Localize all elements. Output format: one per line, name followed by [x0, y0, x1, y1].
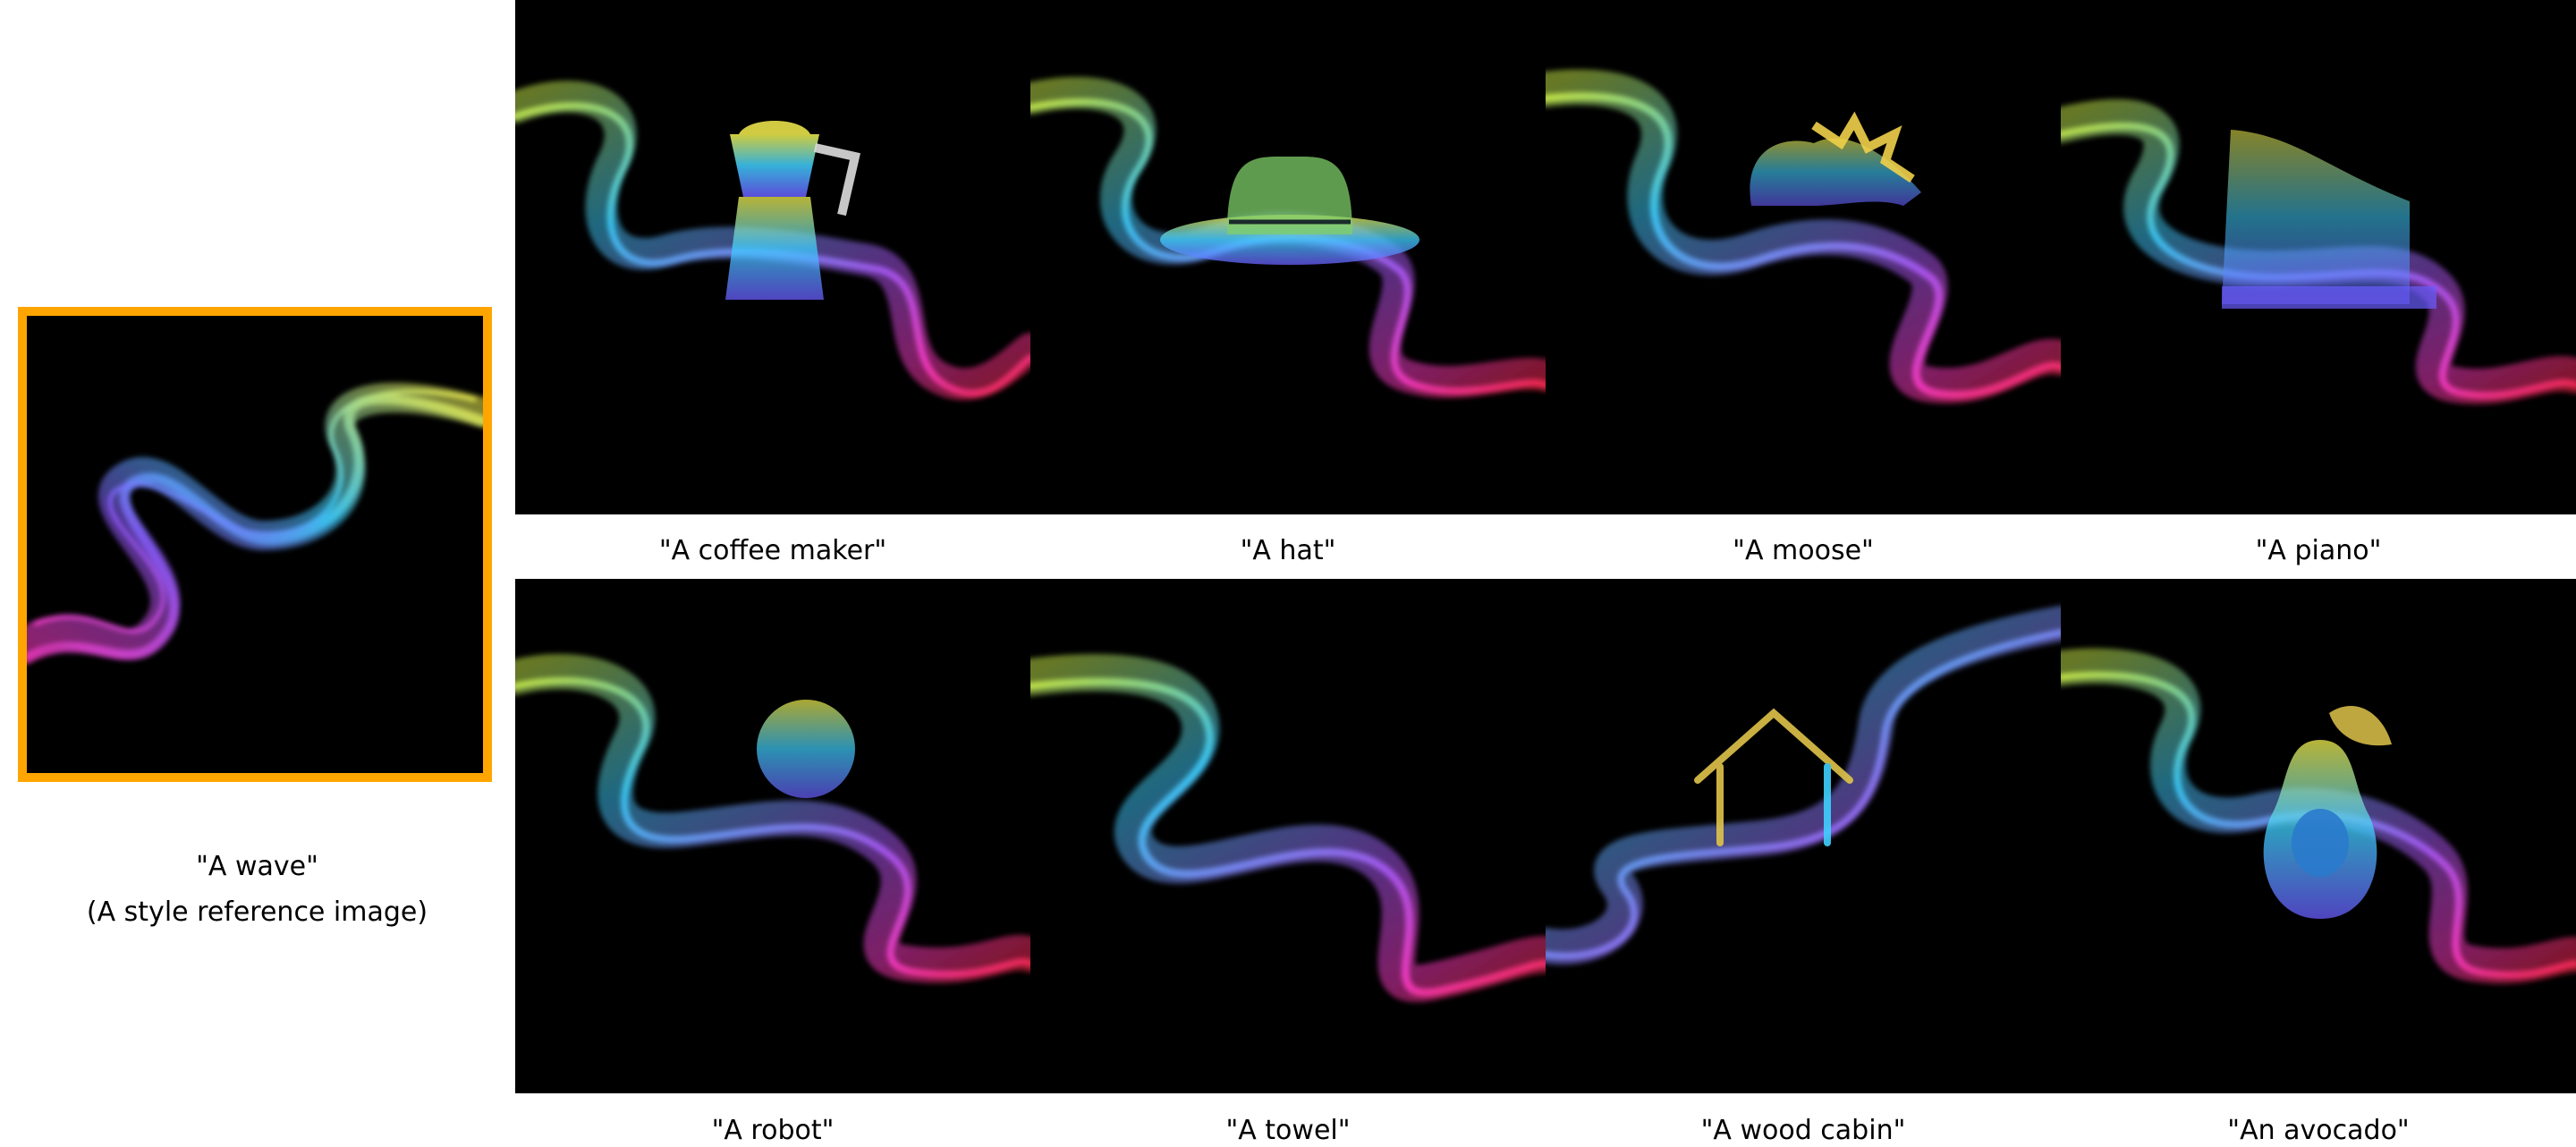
towel-smoke-art [1030, 654, 1546, 1003]
style-reference-image [18, 307, 492, 782]
piano-smoke-art [2061, 98, 2576, 405]
generated-image-robot [515, 579, 1030, 1093]
coffee-maker-icon [725, 121, 861, 300]
reference-label: "A wave" [196, 851, 318, 882]
hat-icon [1160, 156, 1419, 265]
caption-avocado: "An avocado" [2227, 1115, 2410, 1146]
wave-smoke-art [27, 382, 483, 665]
moose-smoke-art [1546, 69, 2061, 404]
generated-image-piano [2061, 0, 2576, 514]
avocado-smoke-art [2061, 648, 2576, 984]
cabin-icon [1694, 708, 1853, 846]
wood-cabin-smoke-art [1546, 606, 2061, 965]
caption-coffee-maker: "A coffee maker" [658, 535, 887, 566]
robot-icon [757, 700, 855, 798]
caption-wood-cabin: "A wood cabin" [1700, 1115, 1906, 1146]
caption-piano: "A piano" [2255, 535, 2382, 566]
caption-towel: "A towel" [1225, 1115, 1351, 1146]
piano-icon [2222, 130, 2436, 309]
coffee-maker-smoke-art [515, 81, 1030, 401]
generated-image-towel [1030, 579, 1546, 1093]
generated-image-coffee-maker [515, 0, 1030, 514]
moose-icon [1750, 111, 1921, 206]
caption-hat: "A hat" [1240, 535, 1336, 566]
hat-smoke-art [1030, 76, 1546, 398]
generated-image-hat [1030, 0, 1546, 514]
robot-smoke-art [515, 653, 1030, 984]
caption-robot: "A robot" [711, 1115, 835, 1146]
generated-image-avocado [2061, 579, 2576, 1093]
avocado-icon [2263, 706, 2392, 919]
reference-note: (A style reference image) [86, 896, 428, 928]
generated-image-wood-cabin [1546, 579, 2061, 1093]
generated-image-moose [1546, 0, 2061, 514]
caption-moose: "A moose" [1733, 535, 1874, 566]
